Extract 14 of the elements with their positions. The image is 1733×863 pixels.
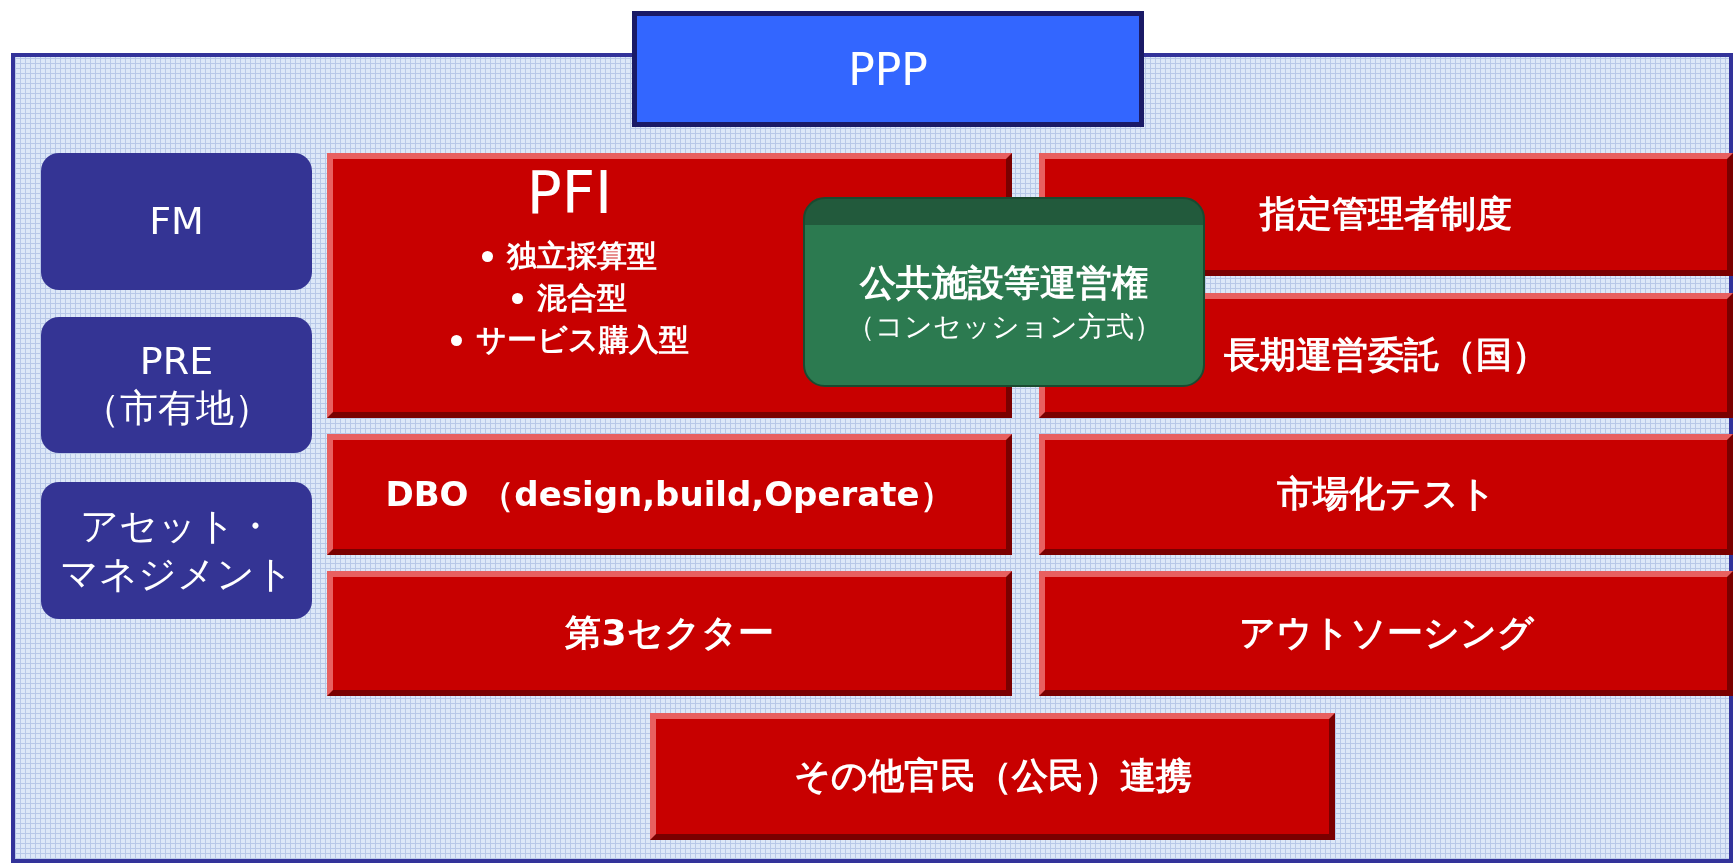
scheme-box: DBO （design,build,Operate） <box>327 434 1012 555</box>
concession-box <box>803 197 1205 387</box>
scheme-box: 市場化テスト <box>1039 434 1733 555</box>
bullet-item: 独立採算型 <box>507 237 657 275</box>
heading-tab: PPP <box>632 11 1144 127</box>
scheme-box: その他官民（公民）連携 <box>650 713 1335 840</box>
bullet-item: サービス購入型 <box>475 321 689 359</box>
bullet-item: 混合型 <box>537 279 627 317</box>
concept-box: FM <box>41 153 312 290</box>
scheme-box: 第3セクター <box>327 571 1012 696</box>
concept-box: PRE （市有地） <box>41 317 312 453</box>
scheme-box: アウトソーシング <box>1039 571 1733 696</box>
concept-box: アセット・マネジメント <box>41 482 312 619</box>
heading-text: PFI <box>526 159 613 227</box>
